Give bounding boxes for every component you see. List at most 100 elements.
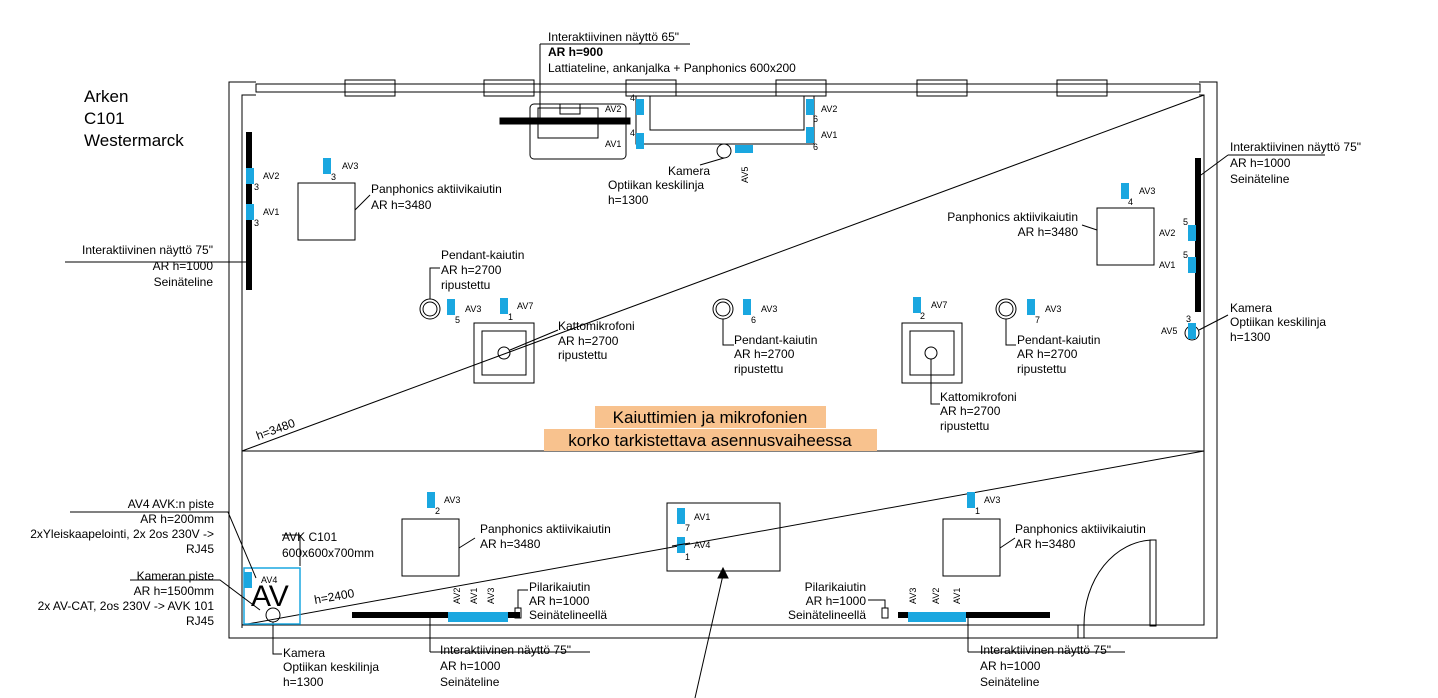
- left-display-title: Interaktiivinen näyttö 75": [82, 243, 213, 257]
- av-label: AV3: [1139, 186, 1155, 196]
- leaders: [70, 511, 691, 611]
- pillar-1-height: AR h=1000: [529, 594, 590, 608]
- av-num: 4: [630, 93, 635, 103]
- panphonics-tl-height: AR h=3480: [371, 198, 432, 212]
- av-num: 3: [331, 172, 336, 182]
- top-display-mount: Lattiateline, ankanjalka + Panphonics 60…: [548, 61, 796, 75]
- pillar-2-height: AR h=1000: [806, 594, 867, 608]
- note-line-2: korko tarkistettava asennusvaiheessa: [568, 431, 852, 450]
- panphonics-br-title: Panphonics aktiivikaiutin: [1015, 522, 1146, 536]
- pendant-2-title: Pendant-kaiutin: [734, 333, 817, 347]
- av-num: 6: [813, 114, 818, 124]
- panphonics-tr-title: Panphonics aktiivikaiutin: [947, 210, 1078, 224]
- av-num: 2: [920, 311, 925, 321]
- panphonics-br-height: AR h=3480: [1015, 537, 1076, 551]
- camera-point-height: AR h=1500mm: [134, 584, 214, 598]
- note-highlight-1: [595, 406, 826, 428]
- av-num: 3: [254, 218, 259, 228]
- camera-bottom-title: Kamera: [283, 646, 325, 660]
- pillar-1-title: Pilarikaiutin: [529, 580, 590, 594]
- mic-2-height: AR h=2700: [940, 404, 1001, 418]
- camera-top-line: Optiikan keskilinja: [608, 178, 704, 192]
- mic-2-title: Kattomikrofoni: [940, 390, 1017, 404]
- pillar-2-mount: Seinätelineellä: [788, 608, 866, 622]
- av-label: AV3: [908, 588, 918, 604]
- av-num: 6: [813, 142, 818, 152]
- ceiling-mics: [473, 322, 963, 405]
- camera-right-line: Optiikan keskilinja: [1230, 315, 1326, 329]
- av-label: AV2: [821, 104, 837, 114]
- avk-size: 600x600x700mm: [282, 546, 374, 560]
- av4-point-title: AV4 AVK:n piste: [128, 497, 215, 511]
- pendant-3-mount: ripustettu: [1017, 362, 1066, 376]
- av-num: 3: [254, 182, 259, 192]
- top-display-height: AR h=900: [548, 45, 603, 59]
- av-label: AV1: [952, 588, 962, 604]
- av-label: AV3: [465, 304, 481, 314]
- panphonics-bl-title: Panphonics aktiivikaiutin: [480, 522, 611, 536]
- pillar-2-title: Pilarikaiutin: [805, 580, 866, 594]
- bottom-display-1-title: Interaktiivinen näyttö 75": [440, 643, 571, 657]
- pillar-1-mount: Seinätelineellä: [529, 608, 607, 622]
- room-name-2: C101: [84, 109, 125, 128]
- av-num: 4: [1128, 197, 1133, 207]
- walls: [228, 79, 1218, 639]
- pendant-3-title: Pendant-kaiutin: [1017, 333, 1100, 347]
- av-label: AV3: [342, 161, 358, 171]
- pendant-2-height: AR h=2700: [734, 347, 795, 361]
- top-display-title: Interaktiivinen näyttö 65": [548, 30, 679, 44]
- pillar-speakers: [514, 589, 889, 619]
- camera-point-detail: 2x AV-CAT, 2os 230V -> AVK 101: [38, 599, 215, 613]
- left-display-mount: Seinäteline: [154, 275, 214, 289]
- camera-top-title: Kamera: [668, 164, 710, 178]
- camera-point-detail2: RJ45: [186, 614, 214, 628]
- av-label: AV1: [469, 588, 479, 604]
- room-name-1: Arken: [84, 87, 128, 106]
- camera-right-height: h=1300: [1230, 330, 1271, 344]
- av-num: 1: [685, 552, 690, 562]
- av-label: AV2: [452, 588, 462, 604]
- av-label: AV1: [1159, 260, 1175, 270]
- av4-point-detail2: RJ45: [186, 542, 214, 556]
- av-label: AV1: [605, 139, 621, 149]
- av-num: 7: [1035, 315, 1040, 325]
- camera-bottom-line: Optiikan keskilinja: [283, 660, 379, 674]
- av-num: 3: [1186, 314, 1191, 324]
- av-label: AV5: [1161, 326, 1177, 336]
- mic-1-height: AR h=2700: [558, 334, 619, 348]
- av-label: AV2: [931, 588, 941, 604]
- panphonics-speakers: [297, 182, 1155, 577]
- pendant-1-mount: ripustettu: [441, 278, 490, 292]
- av-label: AV2: [605, 104, 621, 114]
- av-label: AV2: [1159, 228, 1175, 238]
- av-label: AV3: [486, 588, 496, 604]
- av-num: 5: [1183, 217, 1188, 227]
- av4-point-height: AR h=200mm: [140, 512, 214, 526]
- avk-title: AVK C101: [282, 530, 337, 544]
- av-num: 1: [508, 312, 513, 322]
- bottom-display-1-mount: Seinäteline: [440, 675, 500, 689]
- av-label: AV3: [444, 495, 460, 505]
- av-label: AV1: [694, 512, 710, 522]
- mic-1-title: Kattomikrofoni: [558, 319, 635, 333]
- right-display-height: AR h=1000: [1230, 156, 1291, 170]
- av-num: 6: [751, 315, 756, 325]
- av-boxes: [244, 99, 1196, 622]
- av-label: AV1: [821, 130, 837, 140]
- av-num: 4: [630, 128, 635, 138]
- panphonics-tl-title: Panphonics aktiivikaiutin: [371, 182, 502, 196]
- camera-point-title: Kameran piste: [137, 569, 215, 583]
- room-name-3: Westermarck: [84, 131, 184, 150]
- av-num: 5: [1183, 250, 1188, 260]
- mic-2-mount: ripustettu: [940, 419, 989, 433]
- mic-1-mount: ripustettu: [558, 348, 607, 362]
- panphonics-tr-height: AR h=3480: [1018, 225, 1079, 239]
- av-label: AV1: [263, 207, 279, 217]
- pendant-2-mount: ripustettu: [734, 362, 783, 376]
- bottom-displays: [352, 612, 1125, 653]
- note-line-1: Kaiuttimien ja mikrofonien: [613, 408, 808, 427]
- bottom-display-2-height: AR h=1000: [980, 659, 1041, 673]
- right-display-mount: Seinäteline: [1230, 172, 1290, 186]
- av-num: 2: [435, 506, 440, 516]
